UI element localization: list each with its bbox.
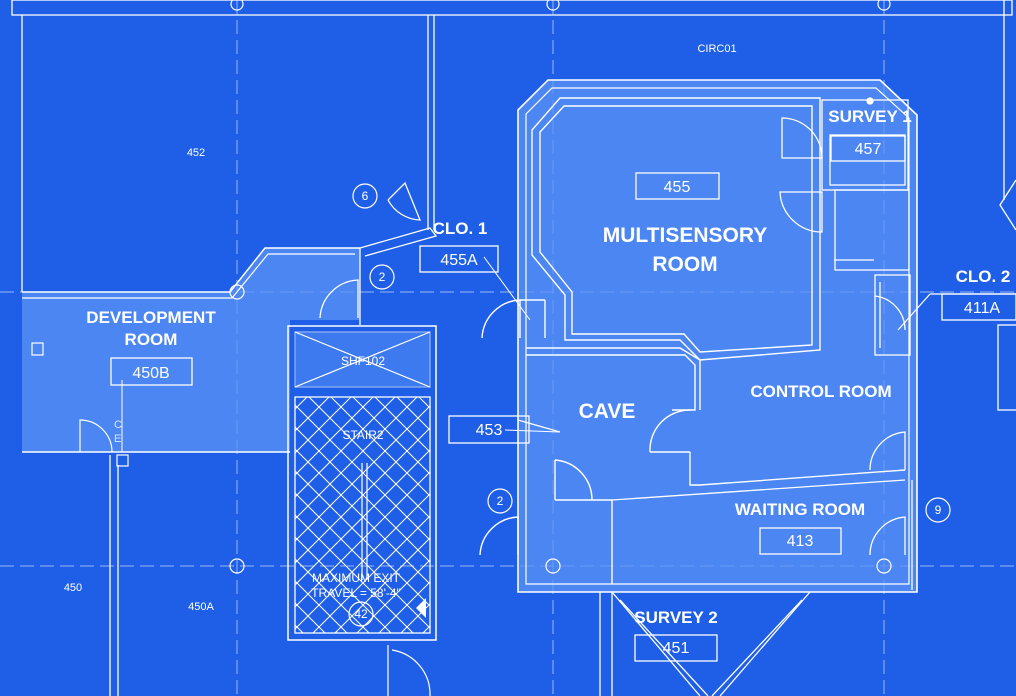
clo2-name: CLO. 2 [956, 267, 1011, 286]
cave-name: CAVE [579, 400, 636, 423]
survey2-tag: 451 [663, 640, 690, 657]
room-452-label: 452 [187, 147, 205, 159]
partial-label-line: C [114, 419, 122, 431]
clo1-tag: 455A [440, 252, 478, 269]
main-suite [517, 79, 918, 593]
development-name-line2: ROOM [125, 330, 178, 349]
development-tag: 450B [132, 365, 169, 382]
development-name-line1: DEVELOPMENT [86, 308, 216, 327]
survey-1-room [779, 97, 909, 233]
control-room [834, 189, 911, 356]
waiting-room [611, 431, 913, 590]
cave-room [479, 347, 906, 584]
shaft-label: SHF102 [341, 354, 385, 368]
cave-tag: 453 [476, 422, 503, 439]
leader-lines [483, 256, 561, 433]
exit-travel-line1: MAXIMUM EXIT [312, 571, 401, 585]
development-room [22, 247, 360, 467]
survey-2-room [611, 591, 811, 696]
clo2-tag: 411A [964, 300, 1001, 317]
exit-marker-number: 42 [354, 607, 368, 621]
multisensory-tag: 455 [664, 179, 691, 196]
grid-bubble-2-upper: 2 [379, 270, 386, 284]
corridor-doors [319, 181, 438, 325]
multisensory-room [481, 97, 821, 361]
survey2-name: SURVEY 2 [634, 608, 717, 627]
exit-arrow-icon [348, 598, 426, 627]
partial-label-line: E [114, 433, 121, 445]
circ01-label: CIRC01 [697, 43, 736, 55]
multisensory-name-line2: ROOM [652, 253, 717, 276]
room-450-label: 450 [64, 582, 82, 594]
grid-bubble-2-lower: 2 [497, 494, 504, 508]
waiting-room-tag: 413 [787, 533, 814, 550]
multisensory-name-line1: MULTISENSORY [603, 224, 768, 247]
control-room-name: CONTROL ROOM [750, 382, 891, 401]
waiting-room-name: WAITING ROOM [735, 500, 865, 519]
room-450a-label: 450A [188, 601, 214, 613]
grid-bubble-group: 6 2 2 9 [229, 0, 951, 574]
grid-bubble-6: 6 [362, 189, 369, 203]
clo1-name: CLO. 1 [433, 219, 488, 238]
stair-shaft-block [287, 325, 437, 696]
stair-label: STAIR2 [342, 428, 383, 442]
tag-boxes [110, 135, 1016, 662]
survey1-name: SURVEY 1 [828, 107, 911, 126]
exit-travel-line2: TRAVEL = 58'-4" [311, 586, 401, 600]
survey1-tag: 457 [855, 141, 882, 158]
grid-bubble-9: 9 [935, 503, 942, 517]
base-walls [11, 0, 1013, 696]
